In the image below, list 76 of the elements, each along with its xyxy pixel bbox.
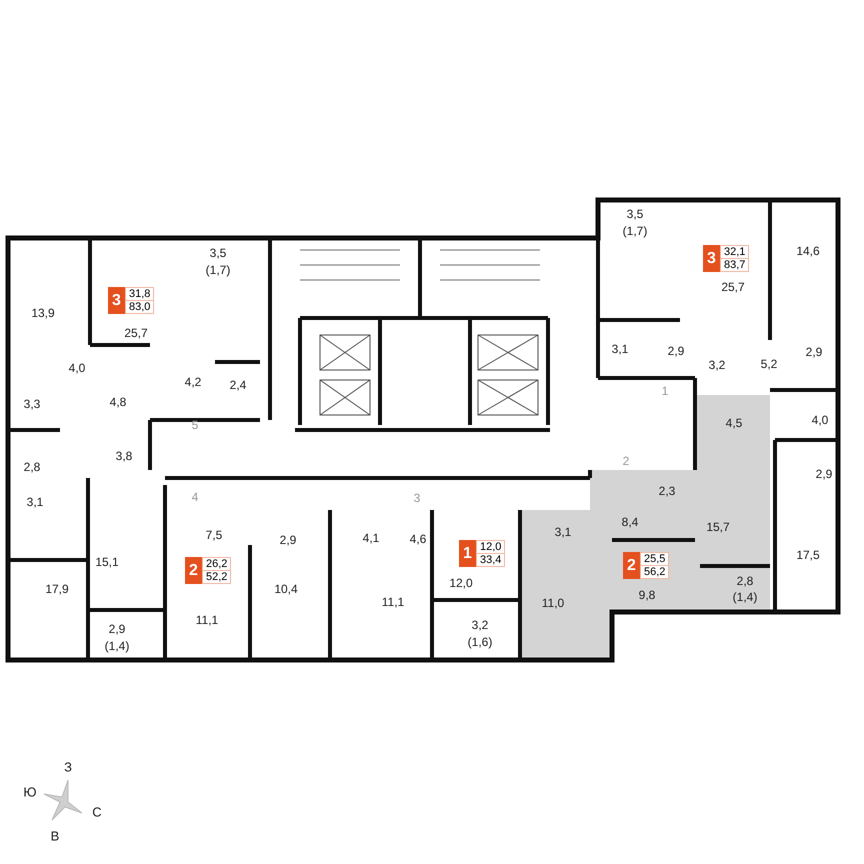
- room-area: 2,9: [280, 533, 296, 547]
- total-area: 83,7: [721, 258, 748, 271]
- room-area: 2,9: [806, 345, 822, 359]
- compass-letter: З: [64, 760, 72, 774]
- balcony-area: 2,8: [736, 574, 754, 588]
- room-area: 7,5: [206, 528, 222, 542]
- compass-letter: Ю: [23, 784, 37, 800]
- room-area: 4,0: [812, 413, 828, 427]
- room-count: 3: [703, 245, 720, 272]
- room-area: 3,1: [612, 342, 628, 356]
- room-area: 4,1: [362, 531, 380, 545]
- room-area: 14,6: [796, 244, 820, 258]
- apartment-badge: [623, 552, 670, 579]
- balcony-area: (1,7): [206, 263, 230, 277]
- room-area: 2,3: [658, 484, 676, 498]
- room-area: 17,9: [45, 582, 69, 596]
- room-area: 8,4: [622, 515, 638, 529]
- room-area: 2,8: [24, 460, 40, 474]
- door-number: 1: [662, 384, 668, 398]
- room-area: 3,1: [26, 495, 44, 509]
- room-area: 3,8: [116, 449, 132, 463]
- room-area: 2,4: [230, 378, 246, 392]
- room-area: 4,0: [68, 361, 86, 375]
- room-area: 3,1: [554, 525, 572, 539]
- room-area: 4,5: [726, 416, 742, 430]
- room-area: 2,9: [668, 344, 684, 358]
- apartment-badge: [459, 540, 506, 567]
- room-area: 25,7: [124, 326, 148, 340]
- living-area: 32,1: [721, 246, 748, 258]
- room-area: 12,0: [449, 576, 473, 590]
- door-number: 2: [622, 454, 630, 468]
- balcony-area: (1,6): [468, 635, 492, 649]
- room-area: 17,5: [796, 548, 820, 562]
- balcony-area: (1,4): [104, 639, 130, 653]
- compass-letter: С: [92, 804, 102, 820]
- balcony-area: 2,9: [108, 622, 126, 636]
- apartment-badge: [703, 245, 750, 272]
- room-area: 2,9: [816, 467, 832, 481]
- room-area: 10,4: [274, 582, 298, 596]
- room-area: 25,7: [721, 280, 745, 294]
- living-area: 12,0: [477, 541, 504, 553]
- balcony-area: 3,5: [626, 207, 644, 221]
- room-count: 3: [108, 287, 125, 314]
- apartment-badge: [108, 287, 154, 314]
- total-area: 83,0: [126, 300, 154, 313]
- room-area: 3,3: [24, 397, 40, 411]
- living-area: 25,5: [641, 553, 668, 565]
- room-area: 4,6: [410, 532, 426, 546]
- room-count: 2: [185, 557, 202, 584]
- balcony-area: 3,2: [472, 618, 488, 632]
- balcony-area: (1,7): [622, 224, 648, 238]
- room-area: 11,1: [196, 613, 218, 627]
- door-number: 5: [192, 418, 198, 432]
- room-area: 15,1: [95, 555, 119, 569]
- room-count: 2: [623, 552, 640, 579]
- total-area: 56,2: [641, 565, 668, 578]
- door-number: 4: [192, 490, 198, 504]
- apartment-badge: [185, 557, 232, 584]
- living-area: 26,2: [203, 558, 230, 570]
- room-area: 13,9: [31, 306, 55, 320]
- balcony-area: 3,5: [210, 246, 226, 260]
- room-area: 9,8: [638, 588, 656, 602]
- total-area: 52,2: [203, 570, 230, 583]
- room-area: 11,1: [382, 595, 404, 609]
- room-area: 4,8: [110, 395, 126, 409]
- compass-letter: В: [50, 828, 60, 844]
- room-count: 1: [459, 540, 476, 567]
- living-area: 31,8: [126, 288, 154, 300]
- room-area: 15,7: [706, 520, 730, 534]
- door-number: 3: [414, 491, 420, 505]
- room-area: 4,2: [184, 375, 202, 389]
- room-area: 5,2: [760, 357, 778, 371]
- room-area: 11,0: [542, 596, 564, 610]
- balcony-area: (1,4): [732, 590, 758, 604]
- room-area: 3,2: [708, 358, 726, 372]
- total-area: 33,4: [477, 553, 504, 566]
